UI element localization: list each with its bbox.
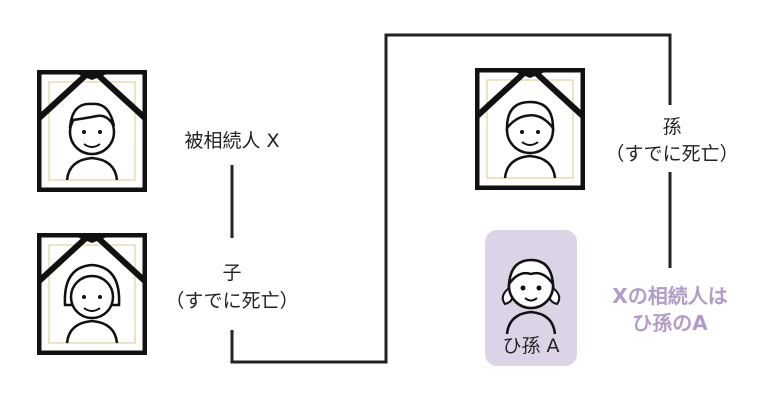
conclusion-line-1: Xの相続人は (612, 284, 728, 308)
grandchild-label: 孫 (662, 116, 682, 138)
memorial-portrait-grandchild (475, 68, 585, 190)
girl-portrait-icon (501, 258, 561, 335)
great-grandchild-card: ひ孫 A (485, 230, 577, 366)
memorial-portrait-spouse (37, 233, 147, 355)
decedent-label: 被相続人 X (184, 130, 280, 152)
child-label: 子 (222, 262, 242, 284)
great-grandchild-label: ひ孫 A (502, 335, 560, 357)
child-grandchild-line (230, 33, 672, 364)
child-status: （すでに死亡） (165, 290, 299, 312)
grandchild-status: （すでに死亡） (605, 143, 739, 165)
memorial-portrait-decedent (37, 70, 147, 192)
conclusion-line-2: ひ孫のA (632, 311, 708, 335)
